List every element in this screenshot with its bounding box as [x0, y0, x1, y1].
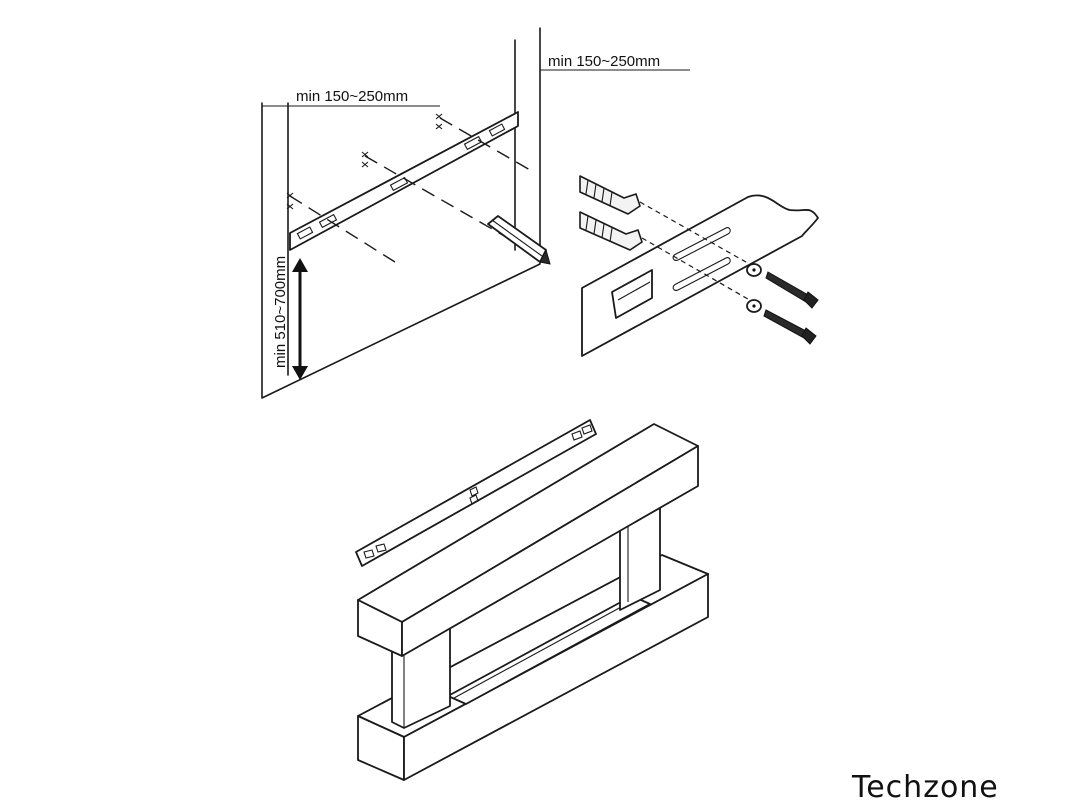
wall-plug-icon — [579, 175, 641, 215]
fuel-tray — [447, 595, 651, 705]
dimension-label-vertical: min 510~700mm — [272, 256, 289, 368]
plate-slot — [672, 257, 731, 291]
bracket-end-slot — [363, 543, 387, 559]
double-arrow-icon — [292, 258, 308, 380]
bracket-mid-slot — [469, 486, 479, 505]
projection-line — [641, 237, 761, 307]
wall-bracket — [289, 111, 519, 251]
screw-icon — [763, 309, 817, 345]
wall-plug-icon — [579, 211, 643, 251]
pencil-icon — [487, 215, 551, 265]
wall-outline — [261, 27, 541, 399]
bracket-slot — [463, 135, 483, 151]
bracket-end-slot — [571, 424, 593, 441]
bracket-detail — [579, 175, 819, 357]
drill-marks — [286, 113, 443, 210]
bracket-plate — [581, 194, 819, 357]
bracket-slot — [296, 226, 314, 240]
plate-slot — [672, 227, 731, 261]
projection-line — [439, 117, 531, 171]
bracket-slot — [488, 123, 506, 137]
projection-line — [364, 155, 521, 246]
plate-hook — [611, 269, 653, 319]
wall-diagram: min 150~250mm min 150~250mm min 510~700m… — [261, 27, 690, 399]
brand-watermark: Techzone — [851, 770, 999, 805]
bracket-slot — [318, 213, 338, 229]
dimension-label-left: min 150~250mm — [296, 88, 408, 105]
fireplace-unit — [355, 419, 709, 781]
dimension-label-right: min 150~250mm — [548, 53, 660, 70]
screw-icon — [765, 271, 819, 309]
top-block-side — [401, 445, 699, 657]
long-bracket — [355, 419, 597, 567]
projection-line — [639, 201, 761, 271]
